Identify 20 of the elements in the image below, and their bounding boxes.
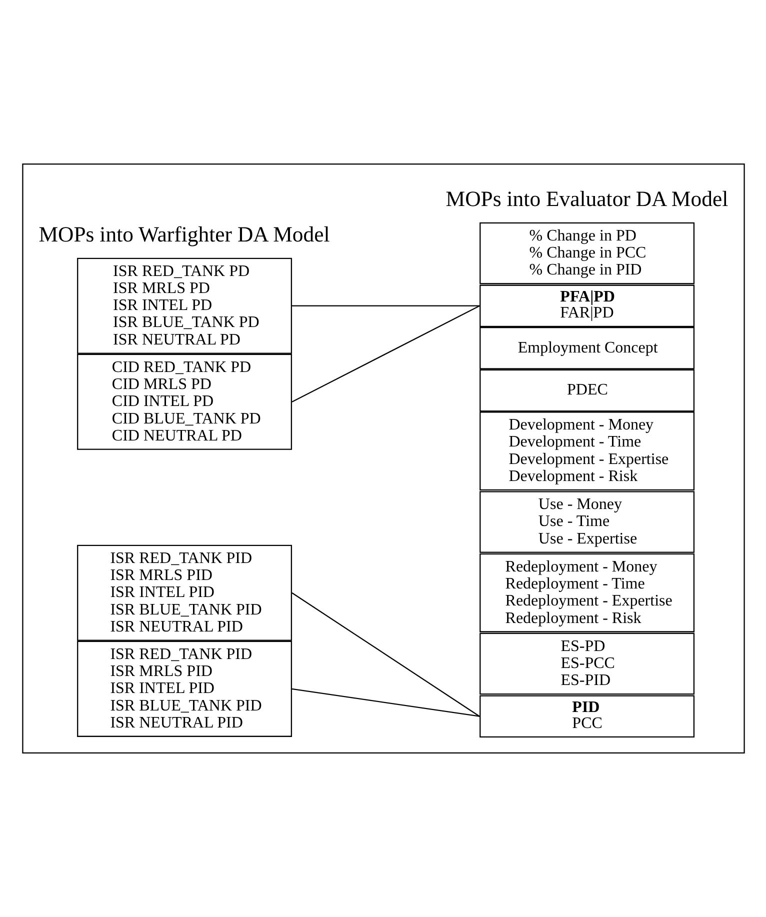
node-box: ISR RED_TANK PID ISR MRLS PID ISR INTEL PID ISR BLUE_TANK PID ISR NEUTRAL PID	[76, 640, 292, 737]
cluster	[22, 163, 744, 754]
node-box: ISR RED_TANK PID ISR MRLS PID ISR INTEL PID ISR BLUE_TANK PID ISR NEUTRAL PID	[76, 544, 292, 641]
node-box: PDEC	[479, 369, 694, 412]
node-box: PFA|PD FAR|PD	[479, 284, 694, 327]
node-box: % Change in PD % Change in PCC % Change in PID	[479, 222, 694, 284]
node-box: ES-PD ES-PCC ES-PID	[479, 632, 694, 695]
node-box: Redeployment - Money Redeployment - Time Redeployment - Expertise Redeployment - Risk	[479, 553, 694, 632]
connector	[291, 592, 480, 717]
node-box: Use - Money Use - Time Use - Expertise	[479, 491, 694, 553]
connector	[291, 305, 480, 402]
connector	[292, 305, 480, 306]
label: MOPs into Evaluator DA Model	[445, 187, 728, 212]
node-box: PID PCC	[479, 695, 694, 738]
node-box: CID RED_TANK PD CID MRLS PD CID INTEL PD CID BLUE_TANK PD CID NEUTRAL PD	[76, 354, 292, 450]
connector	[291, 688, 480, 717]
node-box: ISR RED_TANK PD ISR MRLS PD ISR INTEL PD ISR BLUE_TANK PD ISR NEUTRAL PD	[76, 258, 292, 354]
node-box: Development - Money Development - Time Development - Expertise Development - Risk	[479, 412, 694, 491]
node-box: Employment Concept	[479, 327, 694, 370]
label: MOPs into Warfighter DA Model	[38, 222, 330, 246]
